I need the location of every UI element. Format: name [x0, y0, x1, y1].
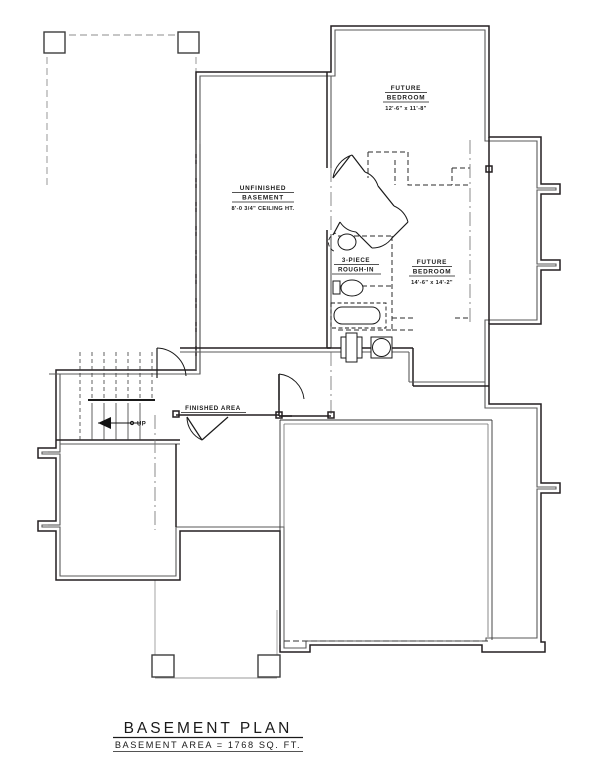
stair-up-label: UP [137, 422, 146, 428]
room-label-line1: 3-PIECE [342, 257, 370, 264]
door-swing-arc [393, 205, 409, 223]
page-title: BASEMENT PLAN [124, 720, 293, 737]
wall-jogs [172, 165, 493, 419]
room-dimension-note: 12'-6" x 11'-8" [385, 106, 427, 112]
title-block: BASEMENT PLAN BASEMENT AREA = 1768 SQ. F… [113, 720, 303, 752]
door-swing-arc [332, 154, 353, 179]
toilet-bowl-icon [340, 279, 364, 297]
water-heater-icon [372, 338, 391, 357]
room-label-line1: FUTURE [391, 85, 421, 92]
door-swing-arc [186, 416, 203, 441]
foundation-wall-outer [37, 25, 561, 653]
room-dimension-note: 14'-6" x 14'-2" [411, 280, 453, 286]
door-leaf [332, 155, 351, 179]
porch-pier [177, 31, 200, 54]
upper-floor-ghost-outline [46, 34, 278, 679]
stair-direction-arrow-icon [98, 417, 111, 429]
sink-icon [337, 233, 357, 251]
room-dimension-note: 8'-0 3/4" CEILING HT. [232, 206, 295, 212]
door-leaf [186, 416, 203, 441]
stair-up-marker [129, 420, 135, 426]
porch-pier [43, 31, 66, 54]
room-label-line1: FUTURE [417, 259, 447, 266]
door-leaf [201, 416, 229, 441]
porch-pier-group-bottom [151, 654, 281, 678]
room-label-future-bedroom-2: FUTURE BEDROOM 14'-6" x 14'-2" [409, 259, 455, 286]
door-swing-arc [364, 171, 379, 187]
tub-outline [330, 302, 387, 329]
room-label-line2: ROUGH-IN [338, 267, 374, 274]
furnace-plenum-icon [345, 332, 358, 363]
room-label-bathroom-rough-in: 3-PIECE ROUGH-IN [332, 257, 381, 275]
interior-walls [56, 72, 493, 645]
wall-pilaster [485, 165, 493, 173]
wall-pilaster [172, 410, 180, 418]
door-swing-arc [339, 221, 357, 233]
room-label-line2: BASEMENT [242, 195, 284, 202]
door-swing-arc [371, 237, 393, 249]
room-label-future-bedroom-1: FUTURE BEDROOM 12'-6" x 11'-8" [383, 85, 429, 112]
centerlines [154, 140, 471, 530]
sink-outline [327, 232, 337, 253]
room-label-line1: UNFINISHED [240, 185, 287, 192]
tub-icon [333, 306, 381, 325]
door-leaf [377, 185, 395, 207]
staircase: UP [79, 352, 155, 440]
wall-pilaster [327, 411, 335, 419]
room-label-finished-area: FINISHED AREA [181, 405, 246, 413]
room-label-line2: BEDROOM [387, 95, 426, 102]
porch-pier-group-top [43, 31, 200, 54]
door-leaf [351, 154, 366, 173]
room-label-group: UNFINISHED BASEMENT 8'-0 3/4" CEILING HT… [181, 85, 455, 413]
wall-pilaster [275, 411, 283, 419]
room-label-unfinished-basement: UNFINISHED BASEMENT 8'-0 3/4" CEILING HT… [232, 185, 295, 212]
door-group [156, 154, 409, 441]
foundation-wall-offset [48, 144, 201, 526]
bathroom-fixtures [327, 232, 387, 329]
room-label-line2: BEDROOM [413, 269, 452, 276]
toilet-tank-icon [332, 280, 341, 295]
door-leaf [332, 221, 341, 236]
door-leaf [391, 221, 409, 239]
door-swing-arc [278, 373, 305, 400]
mechanical-equipment [340, 332, 393, 363]
porch-pier [257, 654, 281, 678]
door-leaf [355, 231, 373, 249]
door-swing-arc [156, 347, 187, 377]
porch-pier [151, 654, 175, 678]
foundation-wall-inner [41, 29, 557, 649]
room-label-line1: FINISHED AREA [185, 405, 241, 412]
title-subtitle: BASEMENT AREA = 1768 SQ. FT. [115, 740, 301, 750]
